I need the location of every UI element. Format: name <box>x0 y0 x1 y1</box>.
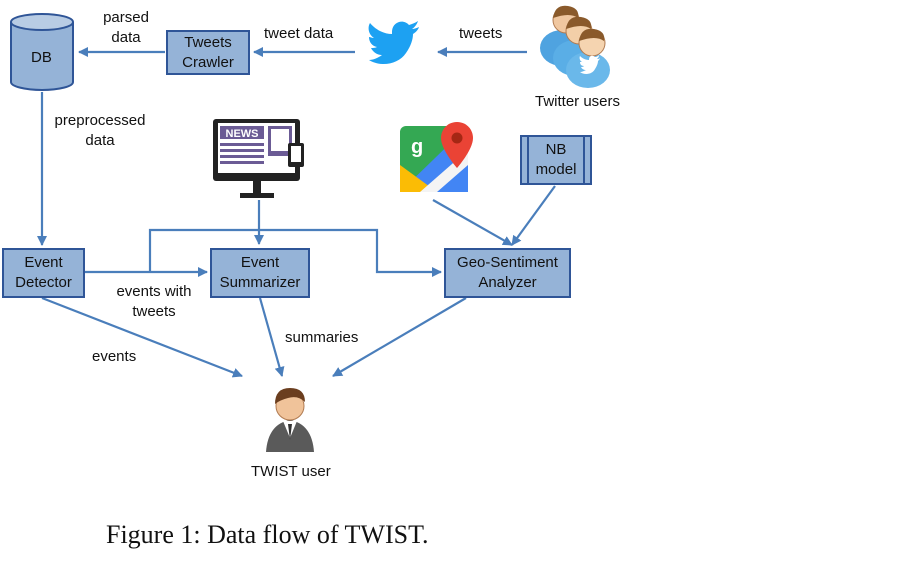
tweets-crawler-line1: Tweets <box>184 33 232 51</box>
events-with-tweets-line2: tweets <box>132 303 176 320</box>
parsed-data-line1: parsed <box>103 9 149 26</box>
arrow-summarizer-to-user <box>258 297 285 377</box>
parsed-data-line2: data <box>111 29 141 46</box>
nb-model-line1: NB <box>545 141 567 158</box>
geo-sentiment-analyzer-node: Geo-Sentiment Analyzer <box>444 248 571 298</box>
arrow-detector-to-geo <box>148 228 442 277</box>
preprocessed-data-line1: preprocessed <box>54 112 146 129</box>
twist-user-label: TWIST user <box>251 463 331 480</box>
tweet-data-label: tweet data <box>264 25 334 42</box>
db-label: DB <box>31 49 52 66</box>
twitter-users-icon <box>540 5 610 88</box>
nb-model-node: NB model <box>520 135 592 185</box>
arrow-geo-to-user <box>332 297 467 377</box>
events-label: events <box>92 348 137 365</box>
arrow-nb-to-geo <box>511 185 556 246</box>
news-monitor-icon: NEWS <box>213 119 304 198</box>
events-with-tweets-label: events with tweets <box>106 282 202 322</box>
svg-text:g: g <box>411 136 423 158</box>
twist-user-avatar <box>266 388 314 452</box>
geo-sentiment-line1: Geo-Sentiment <box>457 254 558 271</box>
google-maps-icon: g <box>400 122 473 192</box>
events-with-tweets-line1: events with <box>116 283 192 300</box>
event-detector-line2: Detector <box>15 274 72 291</box>
preprocessed-data-line2: data <box>85 132 115 149</box>
nb-model-line2: model <box>535 161 577 178</box>
event-summarizer-line1: Event <box>240 254 280 271</box>
figure-caption: Figure 1: Data flow of TWIST. <box>106 520 429 549</box>
event-summarizer-node: Event Summarizer <box>210 248 310 298</box>
arrow-detector-to-user <box>41 296 243 378</box>
event-detector-node: Event Detector <box>2 248 85 298</box>
news-icon-text: NEWS <box>226 128 259 140</box>
tweets-label: tweets <box>459 25 503 42</box>
event-summarizer-line2: Summarizer <box>219 274 301 291</box>
preprocessed-data-label: preprocessed data <box>48 111 152 151</box>
twitter-bird-icon <box>368 21 419 65</box>
parsed-data-label: parsed data <box>96 8 156 48</box>
summaries-label: summaries <box>285 329 359 346</box>
event-detector-line1: Event <box>24 254 63 271</box>
tweets-crawler-line2: Crawler <box>182 53 234 71</box>
tweets-crawler-node: Tweets Crawler <box>166 30 250 75</box>
db-cylinder <box>10 13 74 91</box>
cut-off-body-text <box>0 566 898 579</box>
twitter-users-label: Twitter users <box>535 93 621 110</box>
geo-sentiment-line2: Analyzer <box>478 274 537 291</box>
arrow-maps-to-geo <box>432 199 513 246</box>
